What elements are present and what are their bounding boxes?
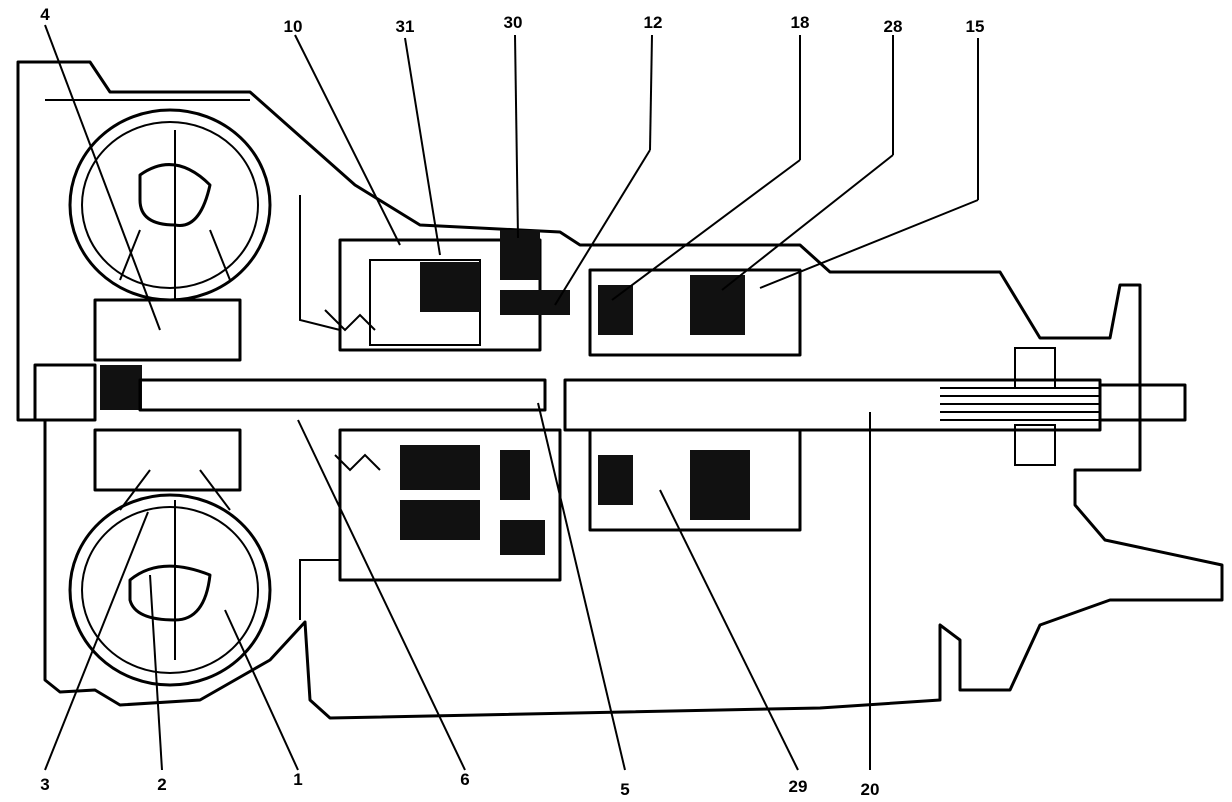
torque-converter	[68, 108, 272, 687]
leader-6	[297, 419, 466, 771]
transmission-housing	[16, 60, 1224, 720]
leader-15b	[759, 199, 979, 289]
callout-30: 30	[504, 13, 523, 32]
leader-29	[659, 489, 799, 771]
callout-6: 6	[460, 770, 469, 789]
callout-labels: 4 10 31 30 12 18 28 15 3 2 1 6 5 29 20	[40, 5, 984, 799]
leader-10	[294, 34, 401, 246]
leader-18b	[611, 159, 801, 301]
leader-12b	[554, 149, 651, 306]
upper-clutch-assemblies	[324, 230, 802, 357]
callout-18: 18	[791, 13, 810, 32]
callout-31: 31	[396, 17, 415, 36]
leader-30	[514, 34, 519, 239]
leader-12	[649, 34, 653, 151]
callout-20: 20	[861, 780, 880, 799]
leader-28b	[721, 154, 894, 291]
leader-2	[149, 574, 163, 771]
leader-4	[44, 24, 161, 331]
leader-3	[44, 511, 149, 771]
callout-2: 2	[157, 775, 166, 794]
callout-10: 10	[284, 17, 303, 36]
callout-15: 15	[966, 17, 985, 36]
main-shafts	[33, 347, 1187, 466]
callout-29: 29	[789, 777, 808, 796]
leader-31	[404, 37, 441, 256]
callout-leader-lines	[44, 24, 979, 771]
leader-1	[224, 609, 299, 771]
callout-3: 3	[40, 775, 49, 794]
lower-clutch-assemblies	[334, 428, 802, 582]
leader-5	[537, 402, 626, 771]
callout-28: 28	[884, 17, 903, 36]
callout-12: 12	[644, 13, 663, 32]
callout-5: 5	[620, 780, 629, 799]
callout-4: 4	[40, 5, 50, 24]
callout-1: 1	[293, 770, 302, 789]
